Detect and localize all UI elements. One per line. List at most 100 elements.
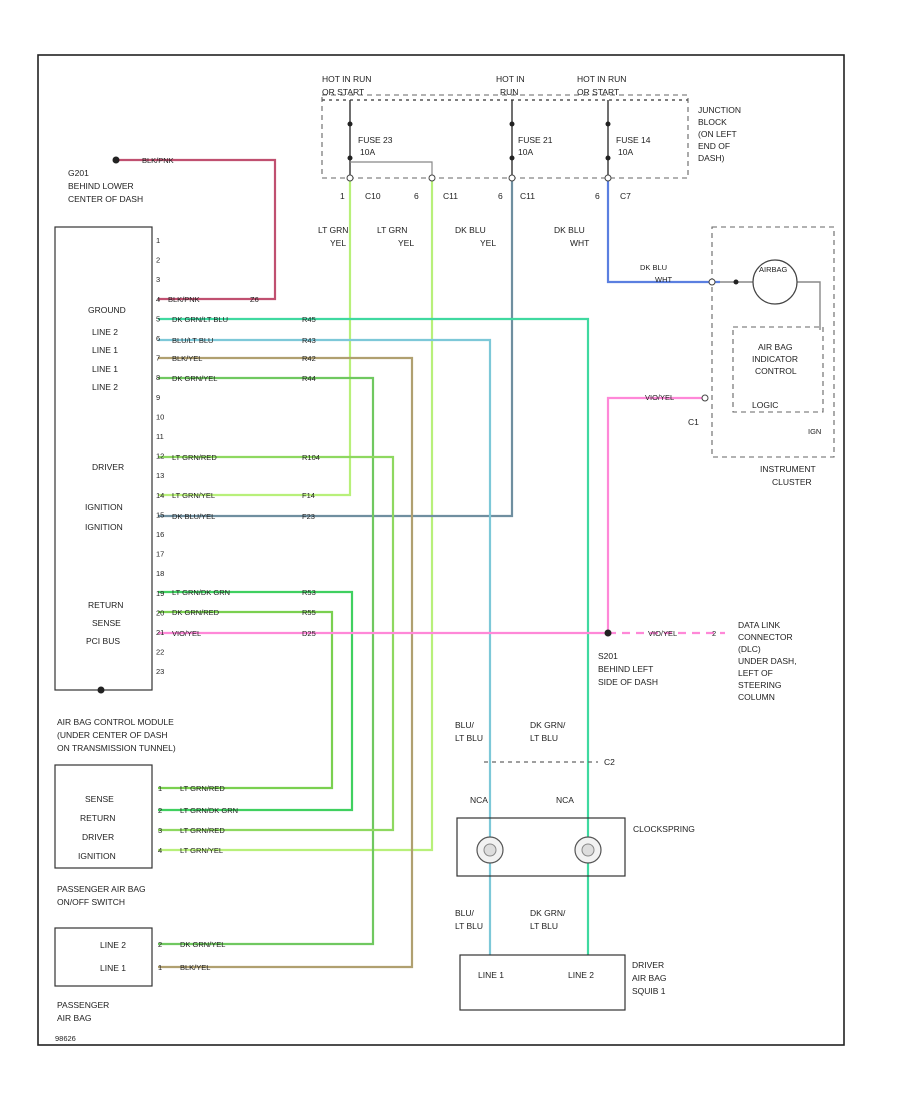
ground-dot xyxy=(112,156,120,164)
cav-num-1: 1 xyxy=(340,191,345,201)
fuse-23-top xyxy=(347,121,353,127)
clockspring-box xyxy=(456,817,626,877)
instrument-cluster: DK BLU WHT AIRBAG AIR BAG INDICATOR CONT… xyxy=(640,226,835,487)
module-pin-20: 20 xyxy=(156,608,164,617)
squib-box xyxy=(459,954,626,1011)
control-logic: LOGIC xyxy=(752,400,778,410)
cc-4: R44 xyxy=(302,374,316,383)
mod-lbl-line1b: LINE 1 xyxy=(92,364,118,374)
fuse-23-label: FUSE 23 xyxy=(358,135,393,145)
squib-caption-3: SQUIB 1 xyxy=(632,986,666,996)
squib-line-2: LINE 2 xyxy=(568,970,594,980)
hot-label-3: HOT IN RUN xyxy=(577,74,626,84)
mod-lbl-pci: PCI BUS xyxy=(86,636,120,646)
jb-label-1: BLOCK xyxy=(698,117,727,127)
splice-dot xyxy=(604,629,612,637)
module-pin-14: 14 xyxy=(156,491,164,500)
jb-label-0: JUNCTION xyxy=(698,105,741,115)
dlc-line-0: DATA LINK xyxy=(738,620,781,630)
fuse-23-bottom xyxy=(347,155,353,161)
mod-lbl-line2a: LINE 2 xyxy=(92,327,118,337)
cav-conn-4: C7 xyxy=(620,191,631,201)
passenger-on-off-switch: SENSE RETURN DRIVER IGNITION 1 2 3 4 LT … xyxy=(54,764,238,907)
dlc-line-4: LEFT OF xyxy=(738,668,773,678)
cs-wire-2b: LT BLU xyxy=(530,733,558,743)
pw-5: LT GRN/RED xyxy=(172,453,217,462)
pw-4: DK GRN/YEL xyxy=(172,374,217,383)
fuse-23: FUSE 23 10A xyxy=(347,100,393,175)
cc-1: R45 xyxy=(302,315,316,324)
pw-6: LT GRN/YEL xyxy=(172,491,215,500)
junction-block: HOT IN RUN OR START HOT IN RUN HOT IN RU… xyxy=(321,74,741,201)
module-pin-17: 17 xyxy=(156,550,164,559)
module-caption-2: (UNDER CENTER OF DASH xyxy=(57,730,168,740)
sw-pin-4: 4 xyxy=(158,846,162,855)
sw-lbl-ign: IGNITION xyxy=(78,851,116,861)
ground-id: G201 xyxy=(68,168,89,178)
cc-8: R53 xyxy=(302,588,316,597)
lamp-node-l xyxy=(733,279,739,285)
fuse-21-top xyxy=(509,121,515,127)
pw-0: BLK/PNK xyxy=(168,295,200,304)
wc-1a: LT GRN xyxy=(318,225,348,235)
lamp-icon xyxy=(752,259,798,305)
sw-wire-2: LT GRN/DK GRN xyxy=(180,806,238,815)
cs-below-1a: BLU/ xyxy=(455,908,475,918)
jb-label-2: (ON LEFT xyxy=(698,129,737,139)
cluster-wire-in-2: WHT xyxy=(655,275,672,284)
switch-caption-2: ON/OFF SWITCH xyxy=(57,897,125,907)
mod-lbl-sense: SENSE xyxy=(92,618,121,628)
sw-pin-1: 1 xyxy=(158,784,162,793)
wire-blu-lt-blu xyxy=(158,338,492,760)
cav-c7 xyxy=(604,174,612,182)
jb-label-3: END OF xyxy=(698,141,730,151)
pw-8: LT GRN/DK GRN xyxy=(172,588,230,597)
wire-dk-blu-wht xyxy=(606,180,720,284)
wire-lt-grn-yel-ignition xyxy=(158,180,352,497)
mod-lbl-driver: DRIVER xyxy=(92,462,124,472)
cav-c11-b xyxy=(508,174,516,182)
module-pin-13: 13 xyxy=(156,471,164,480)
fuse-23-amps: 10A xyxy=(360,147,375,157)
module-ground-dot xyxy=(97,686,105,694)
pab-box xyxy=(54,927,153,987)
driver-air-bag-squib: LINE 1 LINE 2 DRIVER AIR BAG SQUIB 1 xyxy=(459,954,666,1011)
fuse-21-bottom xyxy=(509,155,515,161)
sw-lbl-sense: SENSE xyxy=(85,794,114,804)
pw-9: DK GRN/RED xyxy=(172,608,220,617)
cav-conn-2: C11 xyxy=(443,191,458,201)
dlc-line-1: CONNECTOR xyxy=(738,632,793,642)
cs-wire-1a: BLU/ xyxy=(455,720,475,730)
cs-wire-2a: DK GRN/ xyxy=(530,720,566,730)
sw-wire-3: LT GRN/RED xyxy=(180,826,225,835)
squib-caption-1: DRIVER xyxy=(632,960,664,970)
module-pin-19: 19 xyxy=(156,589,164,598)
junction-block-outline xyxy=(321,94,689,179)
module-pin-23: 23 xyxy=(156,667,164,676)
hot-sub-2: RUN xyxy=(500,87,518,97)
cluster-sub: IGN xyxy=(808,427,821,436)
wc-3b: YEL xyxy=(480,238,496,248)
wc-4a: DK BLU xyxy=(554,225,585,235)
pab-caption-2: AIR BAG xyxy=(57,1013,91,1023)
passenger-air-bag: LINE 2 LINE 1 2 1 DK GRN/YEL BLK/YEL PAS… xyxy=(54,927,225,1023)
module-pin-8: 8 xyxy=(156,373,160,382)
module-pin-15: 15 xyxy=(156,510,164,519)
cc-6: F14 xyxy=(302,491,315,500)
splice-id: S201 xyxy=(598,651,618,661)
wc-1b: YEL xyxy=(330,238,346,248)
hot-sub-1: OR START xyxy=(322,87,364,97)
cav-conn-1: C10 xyxy=(365,191,381,201)
cs-below-2b: LT BLU xyxy=(530,921,558,931)
wire-lt-grn-yel-switch xyxy=(158,180,434,852)
lamp-label: AIRBAG xyxy=(759,265,788,274)
wc-2a: LT GRN xyxy=(377,225,407,235)
dlc-line-3: UNDER DASH, xyxy=(738,656,797,666)
control-box xyxy=(732,326,824,413)
sw-pin-3: 3 xyxy=(158,826,162,835)
cs-nca-2: NCA xyxy=(556,795,574,805)
cs-connector: C2 xyxy=(604,757,615,767)
cluster-pin-in xyxy=(708,278,716,286)
